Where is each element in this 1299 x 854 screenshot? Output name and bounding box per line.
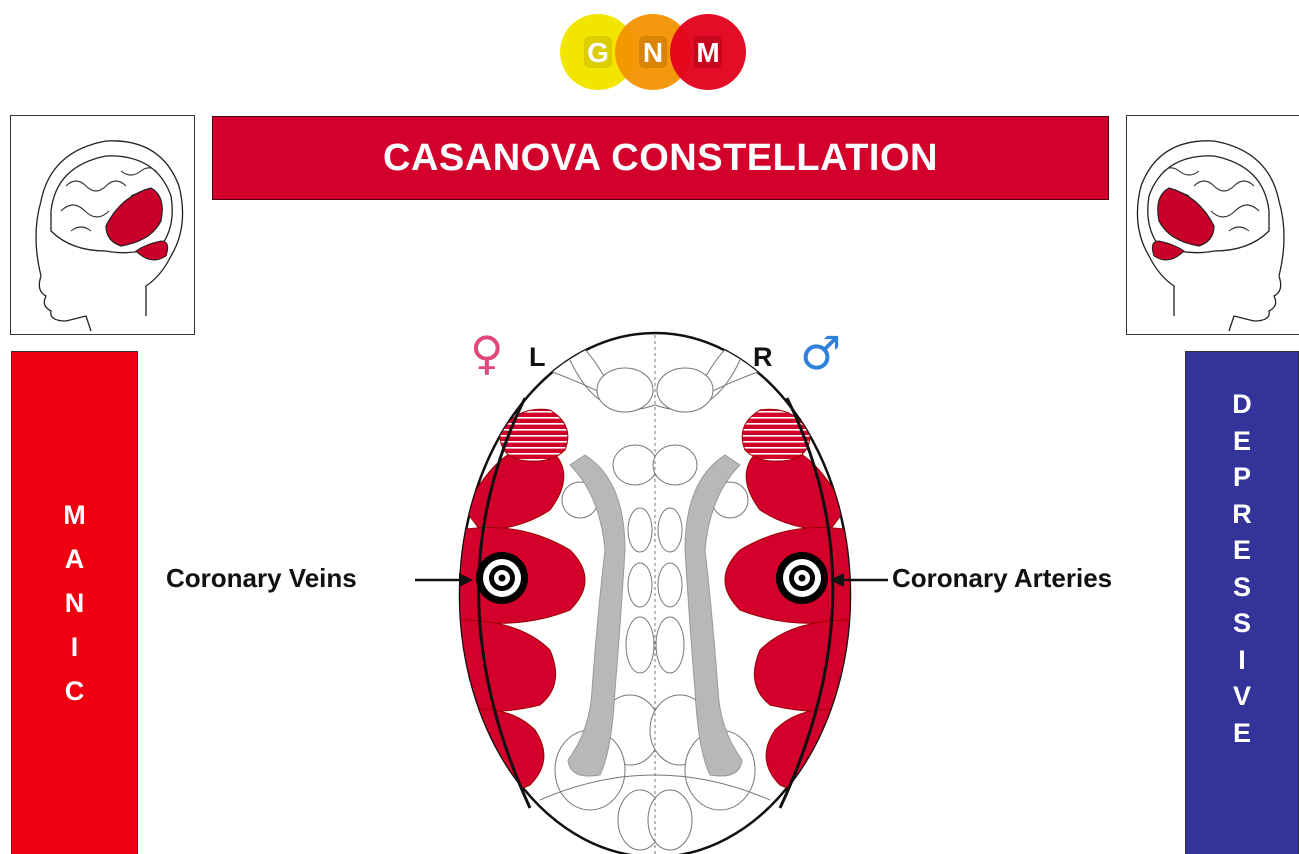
depressive-letter: P xyxy=(1233,459,1251,496)
gnm-logo: G N M xyxy=(556,10,750,94)
brain-head-left-icon xyxy=(11,116,193,333)
title-banner: CASANOVA CONSTELLATION xyxy=(212,116,1109,200)
manic-letter: A xyxy=(65,537,85,581)
page-title: CASANOVA CONSTELLATION xyxy=(383,137,938,180)
manic-panel: M A N I C xyxy=(11,351,138,854)
callout-coronary-arteries: Coronary Arteries xyxy=(892,563,1112,594)
target-coronary-arteries-icon xyxy=(776,552,828,604)
depressive-letter: S xyxy=(1233,569,1251,606)
brain-head-right-icon xyxy=(1127,116,1299,333)
logo-letter-n: N xyxy=(643,37,663,68)
depressive-panel: D E P R E S S I V E xyxy=(1185,351,1299,854)
callout-coronary-veins: Coronary Veins xyxy=(166,563,357,594)
brain-illustration-right xyxy=(1126,115,1299,335)
logo-letter-m: M xyxy=(696,37,719,68)
arrow-right-callout-icon xyxy=(828,568,888,592)
striped-lobe-left xyxy=(500,409,568,461)
striped-lobe-right xyxy=(742,409,810,461)
brain-illustration-left xyxy=(10,115,195,335)
depressive-letter: R xyxy=(1232,496,1252,533)
manic-letter: C xyxy=(65,669,85,713)
depressive-letter: V xyxy=(1233,678,1251,715)
depressive-letter: E xyxy=(1233,423,1251,460)
depressive-letter: E xyxy=(1233,715,1251,752)
manic-letter: M xyxy=(63,493,86,537)
logo-letter-g: G xyxy=(587,37,609,68)
depressive-letter: I xyxy=(1238,642,1246,679)
target-coronary-veins-icon xyxy=(476,552,528,604)
manic-letter: N xyxy=(65,581,85,625)
manic-letter: I xyxy=(71,625,79,669)
depressive-letter: D xyxy=(1232,386,1252,423)
depressive-letter: S xyxy=(1233,605,1251,642)
brain-section-diagram xyxy=(440,330,880,854)
arrow-left-callout-icon xyxy=(415,568,475,592)
depressive-letter: E xyxy=(1233,532,1251,569)
